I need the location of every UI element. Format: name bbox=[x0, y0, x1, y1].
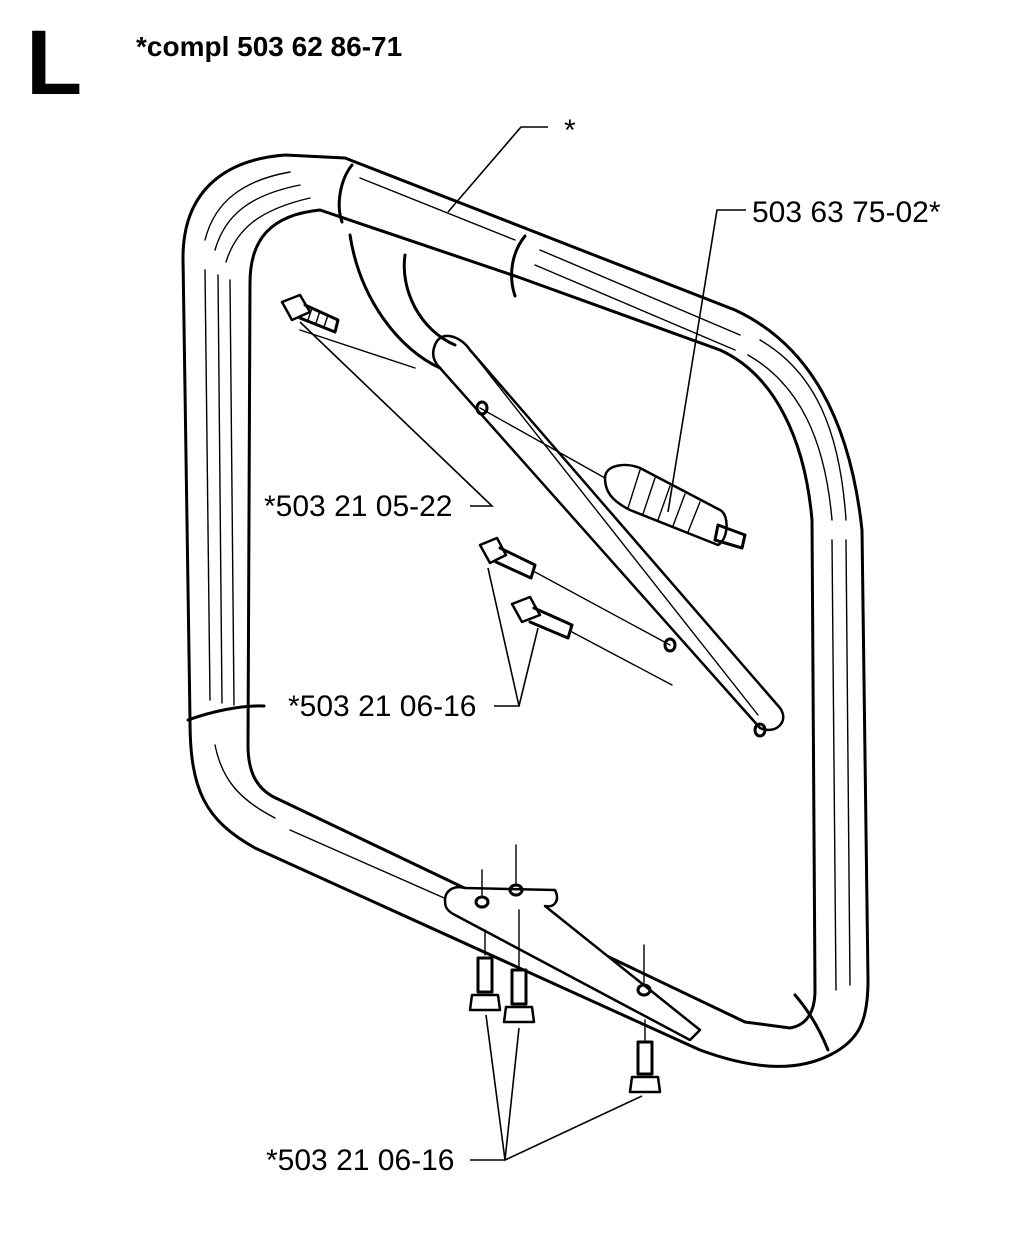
leader-lines bbox=[299, 126, 746, 1161]
screw-middle-2 bbox=[510, 595, 673, 686]
label-bottom-screws: *503 21 06-16 bbox=[266, 1144, 455, 1177]
label-upper-screw: *503 21 05-22 bbox=[264, 490, 453, 523]
assembly-title: *compl 503 62 86-71 bbox=[136, 31, 402, 62]
label-handle-star: * bbox=[564, 114, 576, 147]
isolator bbox=[479, 407, 747, 550]
label-middle-screws: *503 21 06-16 bbox=[288, 690, 477, 723]
support-strut bbox=[348, 233, 785, 738]
screw-bottom-3 bbox=[628, 1019, 662, 1094]
bottom-bracket bbox=[443, 844, 702, 1042]
screw-middle-1 bbox=[478, 536, 671, 646]
section-letter: L bbox=[26, 12, 82, 114]
screw-upper bbox=[280, 293, 416, 369]
screw-bottom-2 bbox=[502, 909, 536, 1024]
screw-bottom-1 bbox=[468, 929, 502, 1012]
label-isolator: 503 63 75-02* bbox=[752, 196, 941, 229]
front-handle-frame bbox=[181, 153, 870, 1068]
